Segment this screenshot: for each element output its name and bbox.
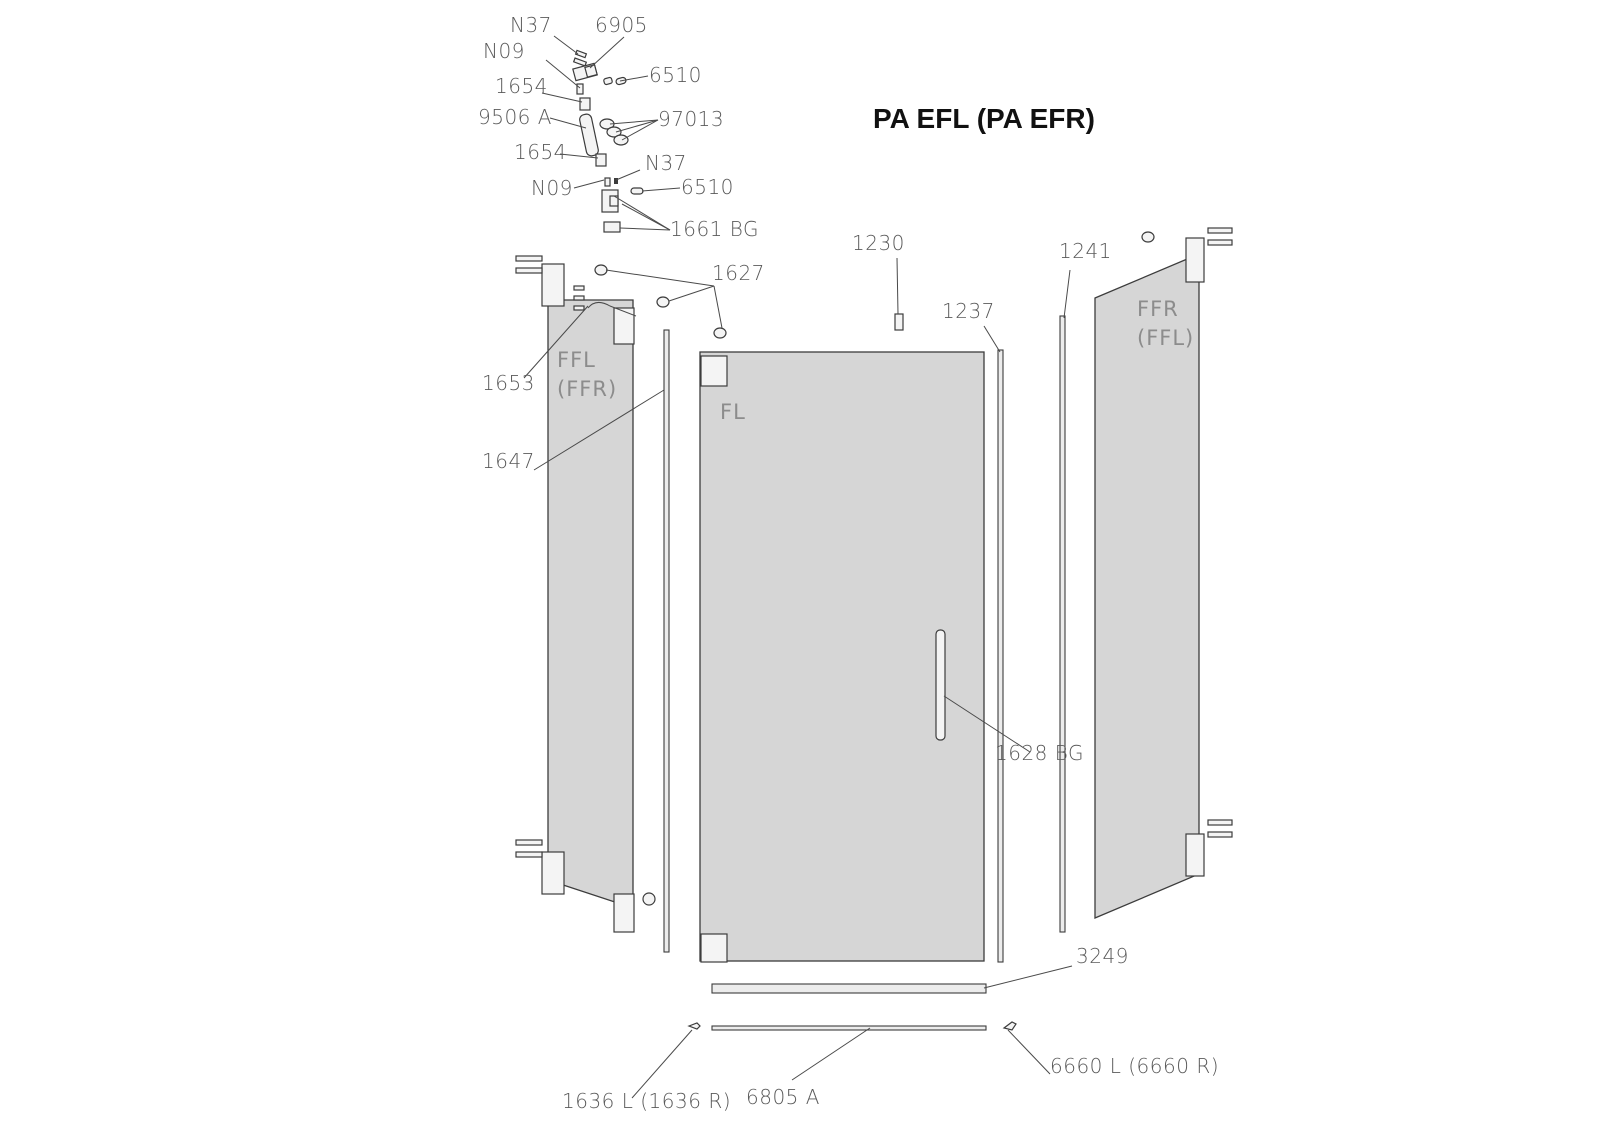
right-glass	[1094, 253, 1200, 919]
wall-anchors-bottom-right	[1207, 819, 1233, 838]
label-1627: 1627	[712, 261, 765, 285]
label-1654-top: 1654	[495, 74, 548, 98]
leader-lines	[523, 35, 1073, 1099]
bolt-n09-bottom	[604, 177, 611, 187]
right-fixed-panel: FFR (FFL)	[1094, 227, 1233, 919]
stopper-1230	[894, 313, 904, 331]
rings-97013	[599, 118, 629, 146]
cap-1627-c	[713, 327, 727, 339]
right-panel-label-2: (FFL)	[1137, 326, 1194, 350]
seal-profile-1647	[663, 329, 670, 953]
screw-n37-mid	[614, 178, 618, 184]
wall-anchors-top-left	[515, 255, 543, 274]
left-fixed-panel: FFL (FFR)	[515, 255, 727, 933]
label-1241: 1241	[1059, 239, 1112, 263]
pins-1653	[573, 285, 585, 311]
label-6660: 6660 L (6660 R)	[1050, 1054, 1219, 1078]
cap-1627-b	[656, 296, 670, 308]
cap-1627-a	[594, 264, 608, 276]
wall-bracket-top-left	[541, 263, 565, 307]
left-panel-label-1: FFL	[557, 348, 596, 372]
panel-hinge-top	[613, 307, 635, 345]
label-6905: 6905	[595, 13, 648, 37]
label-n09-bottom: N09	[531, 176, 573, 200]
door-panel: FL	[699, 351, 985, 963]
label-6510-bottom: 6510	[681, 175, 734, 199]
label-1647: 1647	[482, 449, 535, 473]
part-labels: N37 6905 N09 6510 1654 9506 A 97013 1654…	[478, 13, 1219, 1113]
seal-curve	[587, 302, 637, 317]
endcap-1636	[687, 1022, 701, 1030]
hinge-exploded-group	[572, 49, 644, 233]
left-panel-label-2: (FFR)	[557, 377, 617, 401]
wall-bracket-bottom-right	[1185, 833, 1205, 877]
label-n37-mid: N37	[645, 151, 687, 175]
wall-anchors-top-right	[1207, 227, 1233, 246]
drawing-title: PA EFL (PA EFR)	[873, 103, 1095, 134]
oring-6510-bottom	[630, 187, 644, 195]
label-1661bg: 1661 BG	[670, 217, 759, 241]
label-1653: 1653	[482, 371, 535, 395]
label-3249: 3249	[1076, 944, 1129, 968]
bushing-1654-top	[579, 97, 591, 111]
wall-bracket-bottom-left	[541, 851, 565, 895]
threshold-3249	[711, 983, 987, 994]
door-hinge-top	[700, 355, 728, 387]
washer-6510-top	[603, 76, 613, 86]
endcap-6660	[1002, 1021, 1017, 1031]
label-6805a: 6805 A	[746, 1085, 820, 1109]
label-1636: 1636 L (1636 R)	[562, 1089, 731, 1113]
door-hinge-bottom	[700, 933, 728, 963]
label-1230: 1230	[852, 231, 905, 255]
door-label: FL	[720, 400, 746, 424]
clamp-block-6905	[572, 62, 598, 82]
magnet-profile-1237	[997, 349, 1004, 963]
hinge-body-1661bg	[601, 189, 621, 233]
label-n37-top: N37	[510, 13, 552, 37]
wall-anchors-bottom-left	[515, 839, 543, 858]
door-handle-1628bg	[935, 629, 946, 741]
wall-bracket-top-right	[1185, 237, 1205, 283]
bushing-1654-bottom	[595, 153, 607, 167]
seal-profile-1241	[1059, 315, 1066, 933]
label-9506a: 9506 A	[478, 105, 552, 129]
label-1654-bottom: 1654	[514, 140, 567, 164]
panel-hinge-bottom	[613, 893, 635, 933]
label-97013: 97013	[658, 107, 724, 131]
label-1237: 1237	[942, 299, 995, 323]
bolt-n09-top	[576, 83, 584, 95]
cap-1627-d	[642, 892, 656, 906]
cap-right-top	[1141, 231, 1155, 243]
right-panel-label-1: FFR	[1137, 297, 1179, 321]
spring-tube-9506a	[579, 113, 599, 157]
label-n09-top: N09	[483, 39, 525, 63]
label-6510-top: 6510	[649, 63, 702, 87]
drip-profile-6805a	[711, 1025, 987, 1031]
label-1628bg: 1628 BG	[995, 741, 1084, 765]
